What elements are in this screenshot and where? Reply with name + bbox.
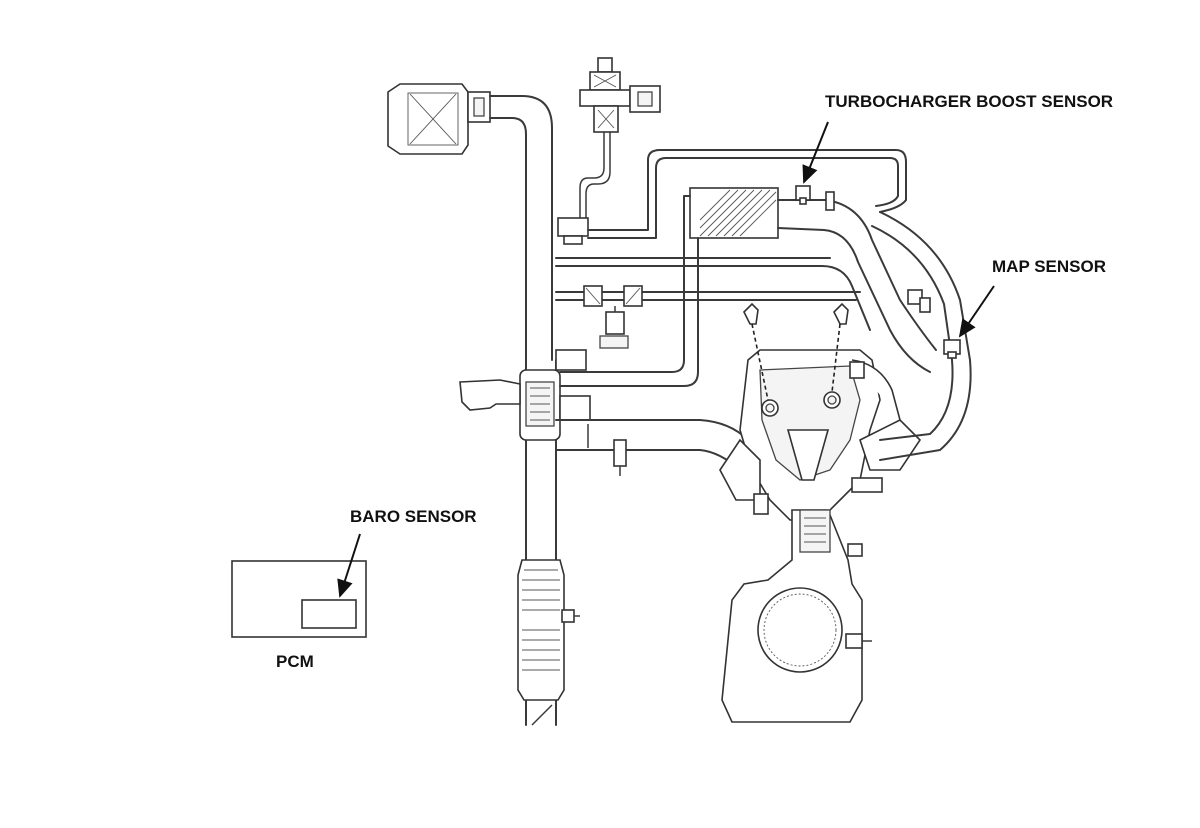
baro-sensor-arrow	[337, 533, 361, 598]
turbocharger-boost-sensor-part	[795, 185, 835, 211]
pipe-connector	[557, 217, 589, 245]
intercooler-core-hatching	[699, 189, 777, 237]
label-arrows	[337, 121, 995, 598]
boost-control-solenoid	[579, 57, 661, 220]
map-sensor-part	[943, 339, 961, 359]
turbocharger	[459, 349, 591, 441]
catalytic-converter	[517, 559, 580, 701]
baro-sensor-box	[301, 599, 357, 629]
pcm-box	[231, 560, 367, 638]
map-sensor-label: MAP SENSOR	[992, 257, 1106, 276]
map-sensor-arrow	[958, 285, 995, 338]
air-cleaner	[387, 83, 491, 155]
exhaust-manifold-pipe	[555, 419, 749, 476]
turbocharger-boost-sensor-arrow	[802, 121, 829, 184]
converter-hatching	[522, 569, 560, 671]
intercooler-piping	[555, 149, 937, 387]
engine-block	[719, 349, 922, 723]
baro-sensor-label: BARO SENSOR	[350, 507, 477, 526]
injectors	[743, 302, 849, 401]
pcm-label: PCM	[276, 652, 314, 671]
turbocharger-boost-sensor-label: TURBOCHARGER BOOST SENSOR	[825, 92, 1113, 111]
intake-manifold	[849, 211, 972, 461]
